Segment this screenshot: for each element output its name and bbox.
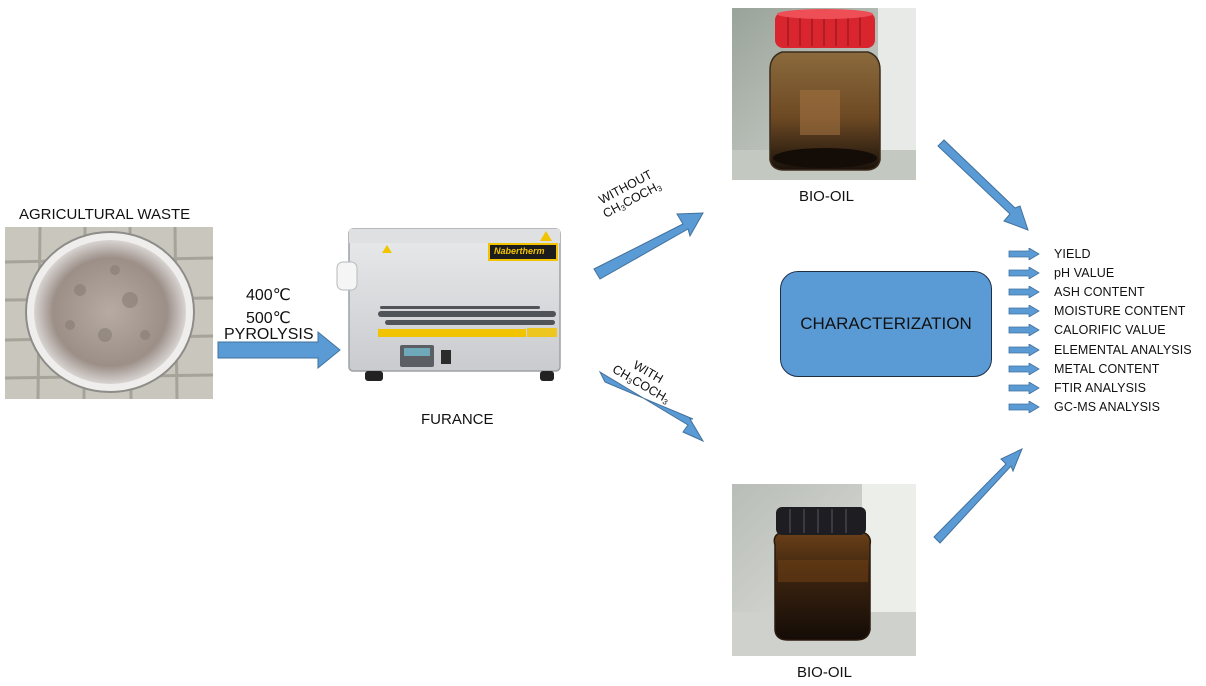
without-solvent-arrow [593,212,704,280]
right-arrow-icon [1008,266,1040,279]
right-arrow-icon [1008,343,1040,356]
right-arrow-icon [1008,381,1040,394]
list-item: YIELD [1008,244,1192,263]
list-item: CALORIFIC VALUE [1008,321,1192,340]
characterization-box: CHARACTERIZATION [780,271,992,377]
analysis-label: MOISTURE CONTENT [1054,304,1186,319]
analysis-label: GC-MS ANALYSIS [1054,400,1161,415]
furnace-label: FURANCE [421,411,494,428]
with-solvent-arrow [598,370,705,443]
analysis-label: FTIR ANALYSIS [1054,380,1147,395]
right-arrow-icon [1008,305,1040,318]
analysis-label: ASH CONTENT [1054,284,1145,299]
right-arrow-icon [1008,285,1040,298]
right-arrow-icon [1008,324,1040,337]
characterization-label: CHARACTERIZATION [800,314,972,333]
pyrolysis-arrow [217,330,341,370]
furnace-image [336,228,561,381]
bottom-to-analysis-arrow [933,447,1023,544]
analysis-label: YIELD [1054,246,1091,261]
analysis-label: METAL CONTENT [1054,361,1160,376]
list-item: FTIR ANALYSIS [1008,378,1192,397]
right-arrow-icon [1008,247,1040,260]
right-arrow-icon [1008,362,1040,375]
list-item: GC-MS ANALYSIS [1008,398,1192,417]
pyrolysis-label: PYROLYSIS [224,326,314,343]
list-item: MOISTURE CONTENT [1008,302,1192,321]
list-item: ASH CONTENT [1008,282,1192,301]
agricultural-waste-label: AGRICULTURAL WASTE [19,206,191,223]
bio-oil-top-label: BIO-OIL [799,188,855,205]
agricultural-waste-photo [4,226,214,400]
temperature-500-label: 500℃ [246,310,291,327]
analysis-label: CALORIFIC VALUE [1054,323,1166,338]
analysis-label: pH VALUE [1054,265,1115,280]
right-arrow-icon [1008,401,1040,414]
bio-oil-jar-red-lid [732,8,916,180]
furnace-brand-label: Nabertherm [494,246,545,256]
analysis-list: YIELD pH VALUE ASH CONTENT MOISTURE CONT… [1008,244,1192,417]
list-item: pH VALUE [1008,263,1192,282]
list-item: METAL CONTENT [1008,359,1192,378]
temperature-400-label: 400℃ [246,287,291,304]
warning-sign-icon [382,231,552,253]
list-item: ELEMENTAL ANALYSIS [1008,340,1192,359]
bio-oil-bottom-label: BIO-OIL [797,664,853,681]
analysis-label: ELEMENTAL ANALYSIS [1054,342,1192,357]
bio-oil-jar-black-lid [732,484,916,656]
top-to-analysis-arrow [937,139,1029,231]
